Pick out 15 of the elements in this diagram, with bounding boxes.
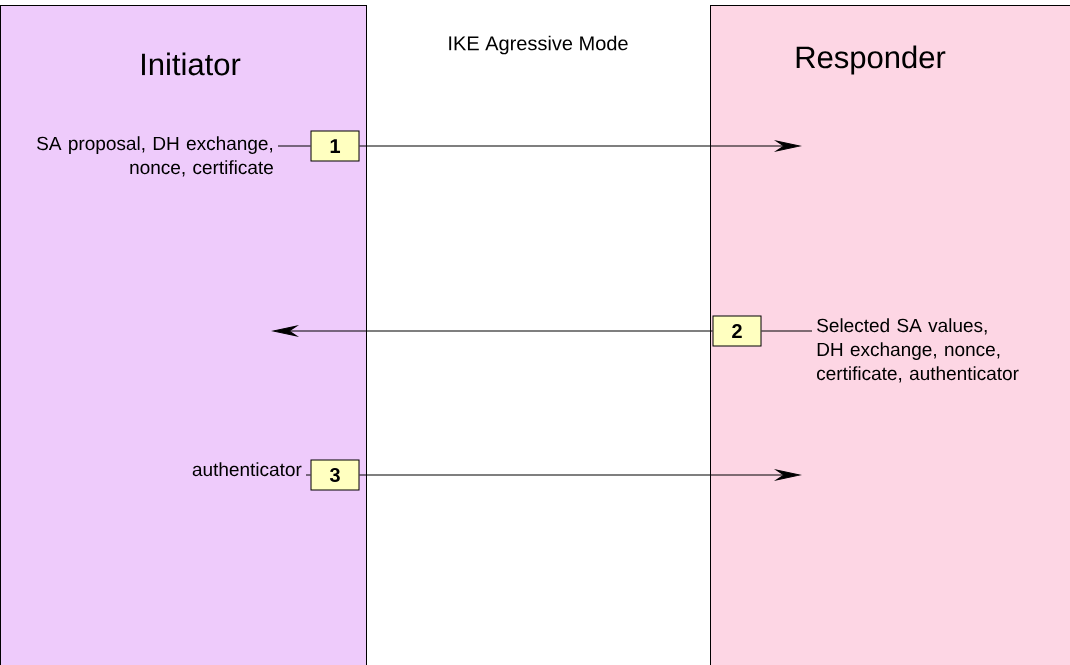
message-text: SA proposal, DH exchange, nonce, certificate: [37, 136, 273, 177]
arrow: [359, 140, 801, 152]
lane-heading: Responder: [796, 45, 946, 75]
leader-line: [305, 474, 311, 476]
number-box: 1: [310, 130, 360, 162]
lane-heading: Initiator: [142, 52, 241, 76]
message-text: authenticator: [192, 462, 302, 477]
leader-line: [277, 145, 311, 147]
arrow: [359, 469, 801, 481]
leader-line: [761, 330, 813, 332]
arrow: [272, 325, 713, 337]
number-box: 3: [310, 459, 360, 491]
diagram-title: IKE Agressive Mode: [449, 35, 628, 55]
number-box: 2: [712, 315, 762, 347]
message-text: Selected SA values, DH exchange, nonce, certificate, authenticator: [817, 318, 1019, 383]
